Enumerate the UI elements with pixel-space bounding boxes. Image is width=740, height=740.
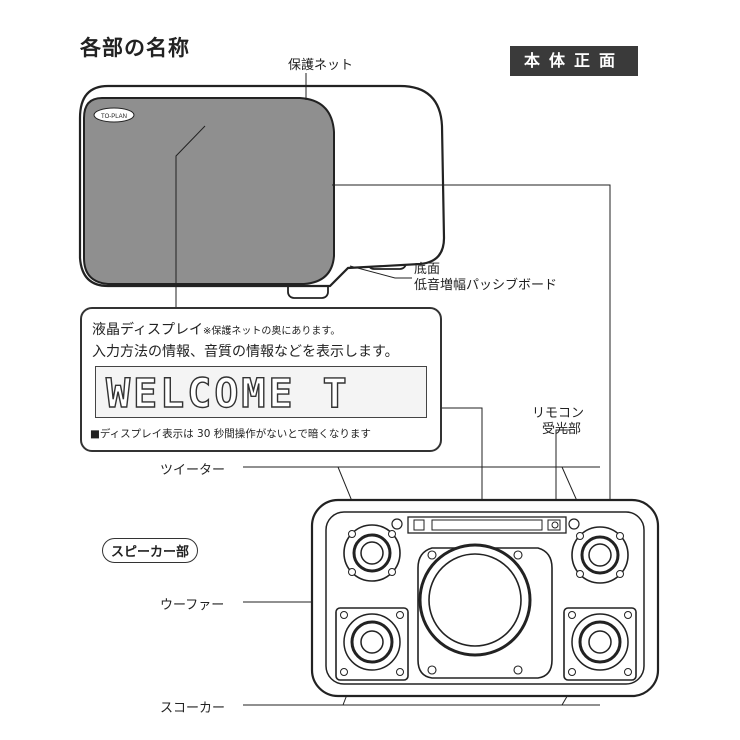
tweeter-left [343,524,401,582]
squawker-right [563,607,637,681]
tweeter-right [571,526,629,584]
display-note: ■ディスプレイ表示は 30 秒間操作がないとで暗くなります [90,428,371,440]
page-title: 各部の名称 [80,36,190,60]
label-protective-net: 保護ネット [288,58,354,73]
grille [83,97,335,285]
label-squawker: スコーカー [160,701,226,716]
front-panel-illustration [310,498,660,698]
leader-remote-sensor [555,429,570,528]
brand-logo-text: TO-PLAN [101,114,127,120]
label-passive-board: 低音増幅パッシブボード [414,278,558,293]
label-remote-line1: リモコン [532,406,585,421]
display-title: 液晶ディスプレイ [92,322,204,338]
leader-display [175,125,206,307]
lcd-screen-text: WELCOME T [105,370,350,417]
leader-remote-top [332,184,611,500]
label-remote-line2: 受光部 [542,422,582,437]
leader-display-screen [442,407,483,530]
leader-bottom [349,265,412,279]
section-badge: 本体正面 [510,46,638,76]
display-description: 入力方法の情報、音質の情報などを表示します。 [92,344,399,360]
label-woofer: ウーファー [160,598,225,613]
squawker-left [335,607,409,681]
lcd-screen: WELCOME T [95,366,427,418]
display-title-row: 液晶ディスプレイ※保護ネットの奥にあります。 [92,319,340,339]
woofer-unit [417,543,553,679]
speaker-body-illustration: TO-PLAN [78,84,446,299]
screw [391,518,403,530]
label-bottom: 底面 [414,262,441,277]
display-callout: 液晶ディスプレイ※保護ネットの奥にあります。 入力方法の情報、音質の情報などを表… [80,307,442,452]
remote-sensor [551,521,559,529]
strip-button [413,519,425,531]
display-title-note: ※保護ネットの奥にあります。 [203,326,341,337]
label-tweeter: ツイーター [160,463,226,478]
speaker-section-tag: スピーカー部 [102,538,199,563]
display-window [431,519,543,531]
brand-logo [93,107,135,123]
screw [568,518,580,530]
